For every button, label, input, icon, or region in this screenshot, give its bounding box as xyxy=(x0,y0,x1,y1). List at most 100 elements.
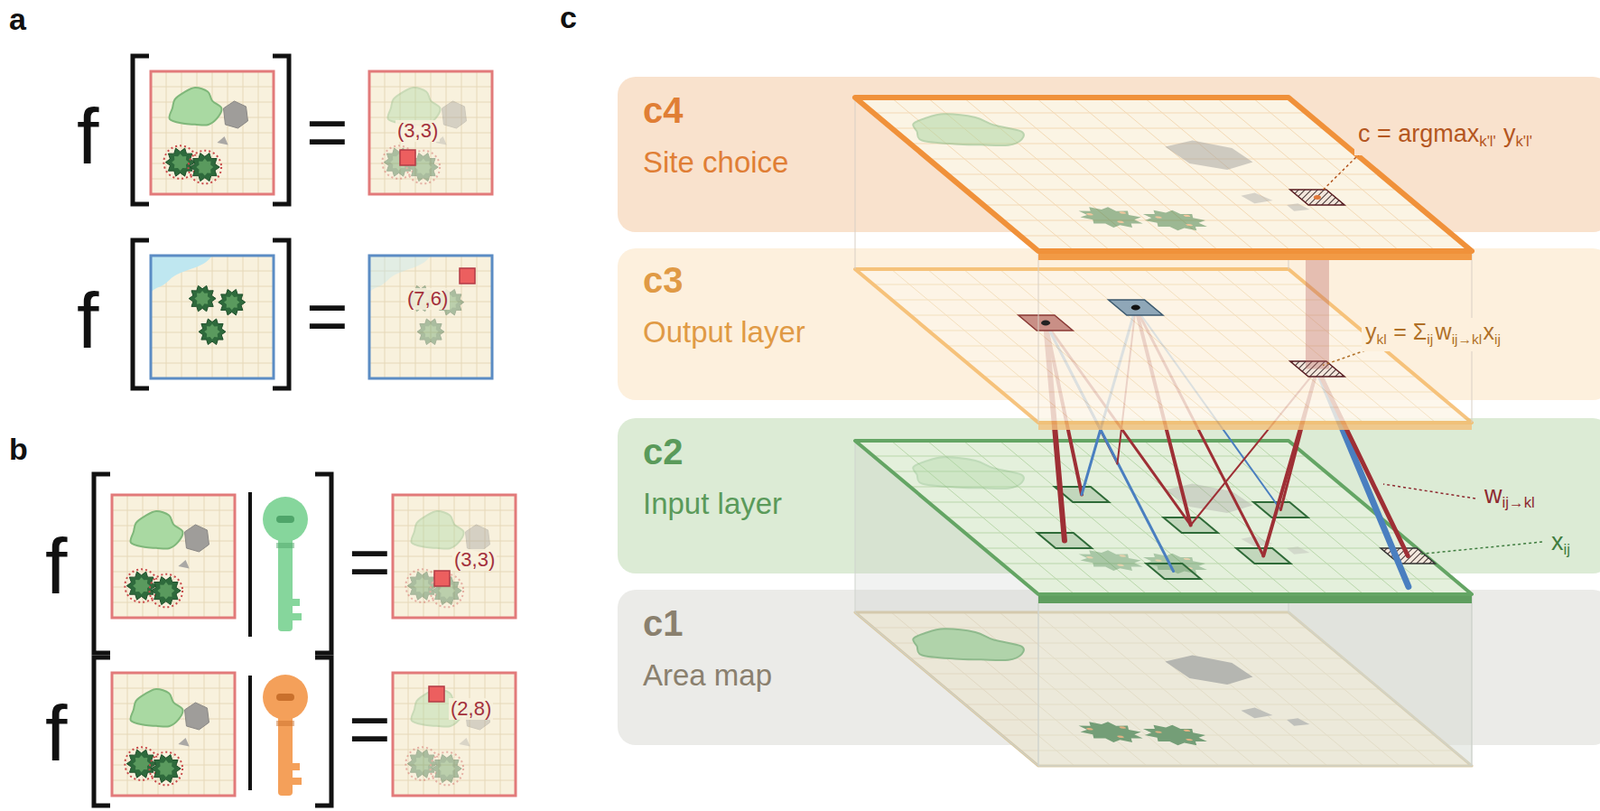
subscript: k'l' xyxy=(1479,132,1496,150)
illustration-polygon xyxy=(223,101,248,129)
map-features xyxy=(889,113,1335,231)
illustration-path xyxy=(168,87,222,126)
illustration-line xyxy=(392,602,516,604)
bracket xyxy=(272,55,289,205)
illustration-polygon xyxy=(151,576,182,605)
illustration-circle xyxy=(1085,556,1095,559)
illustration-path xyxy=(150,255,213,293)
illustration-polygon xyxy=(437,760,456,778)
illustration-line xyxy=(111,556,235,558)
subscript: ij→kl xyxy=(1451,331,1483,347)
illustration-polygon xyxy=(407,571,438,600)
layer-band: c2Input layer xyxy=(617,418,1600,574)
illustration-circle xyxy=(124,746,159,781)
label-text: c = argmax xyxy=(1358,120,1480,148)
panel-number: c2 xyxy=(642,430,1600,473)
bracket xyxy=(315,474,332,653)
function-symbol: f xyxy=(45,526,67,606)
illustration-line xyxy=(219,494,221,618)
illustration-path xyxy=(889,456,1039,489)
input-label: xij xyxy=(1547,527,1574,564)
illustration-g xyxy=(855,269,1472,423)
label-text: f xyxy=(76,91,99,181)
illustration-ellipse xyxy=(1041,320,1051,326)
illustration-rect xyxy=(392,494,516,618)
illustration-line xyxy=(150,148,274,149)
illustration-polygon xyxy=(190,153,221,182)
area-map xyxy=(111,494,235,618)
illustration-line xyxy=(983,376,1417,378)
illustration-circle xyxy=(381,145,416,179)
bracket xyxy=(272,240,289,389)
bracket xyxy=(315,657,332,806)
illustration-rect xyxy=(369,255,493,379)
illustration-path xyxy=(889,113,1039,146)
illustration-circle xyxy=(1184,223,1194,226)
illustration-line xyxy=(392,749,516,751)
illustration-polygon xyxy=(177,559,189,569)
illustration-line xyxy=(150,362,274,364)
illustration-line xyxy=(258,71,260,195)
key-icon xyxy=(262,496,308,632)
illustration-circle xyxy=(1153,558,1163,561)
site-marker xyxy=(434,570,450,587)
illustration-line xyxy=(188,672,190,796)
illustration-line xyxy=(1001,220,1435,222)
bracket xyxy=(132,55,149,205)
output-cells xyxy=(1018,299,1345,377)
illustration-line xyxy=(965,189,1399,191)
illustration-rect xyxy=(392,672,516,796)
illustration-line xyxy=(150,178,274,180)
illustration-circle xyxy=(1116,221,1126,224)
illustration-polygon xyxy=(151,754,182,783)
label-text: = xyxy=(348,688,391,769)
illustration-line xyxy=(983,548,1417,549)
illustration-polygon xyxy=(1108,299,1163,316)
illustration-g xyxy=(124,688,209,785)
illustration-path xyxy=(130,511,183,549)
illustration-rect xyxy=(111,494,235,618)
illustration-circle xyxy=(1117,211,1127,214)
area-map xyxy=(369,255,493,379)
label-text: = Σ xyxy=(1393,318,1427,345)
illustration-line xyxy=(150,132,274,134)
illustration-rect xyxy=(276,515,295,523)
illustration-line xyxy=(1001,391,1435,393)
illustration-line xyxy=(1020,578,1454,580)
illustration-line xyxy=(369,316,493,318)
illustration-circle xyxy=(405,746,439,781)
condition-bar xyxy=(248,675,252,791)
illustration-rect xyxy=(369,255,493,379)
key-icon xyxy=(262,674,308,796)
subscript: k'l' xyxy=(1515,132,1532,150)
illustration-circle xyxy=(1117,554,1127,557)
illustration-polygon xyxy=(413,754,431,773)
illustration-circle xyxy=(1085,213,1095,215)
illustration-line xyxy=(500,672,502,796)
area-map xyxy=(392,672,516,796)
illustration-rect xyxy=(369,71,493,195)
illustration-rect xyxy=(150,255,274,379)
illustration-line xyxy=(392,571,516,573)
illustration-line xyxy=(476,71,478,195)
illustration-line xyxy=(1322,350,1366,366)
illustration-polygon xyxy=(414,158,432,177)
illustration-polygon xyxy=(855,269,1472,423)
illustration-polygon xyxy=(1068,206,1154,228)
illustration-polygon xyxy=(198,318,226,345)
chosen-cell xyxy=(1290,189,1345,205)
box-edge xyxy=(1038,251,1040,423)
illustration-rect xyxy=(290,598,300,606)
illustration-line xyxy=(461,71,463,195)
illustration-rect xyxy=(111,494,235,618)
illustration-rect xyxy=(276,542,295,549)
illustration-polygon xyxy=(413,576,431,595)
illustration-line xyxy=(1320,153,1360,193)
illustration-g xyxy=(369,255,465,345)
equals-sign: = xyxy=(306,95,349,168)
label-text: w xyxy=(1484,481,1503,509)
illustration-circle xyxy=(1116,564,1126,567)
illustration-rect xyxy=(111,672,235,796)
illustration-line xyxy=(1020,235,1454,237)
label-text: = xyxy=(348,520,391,602)
